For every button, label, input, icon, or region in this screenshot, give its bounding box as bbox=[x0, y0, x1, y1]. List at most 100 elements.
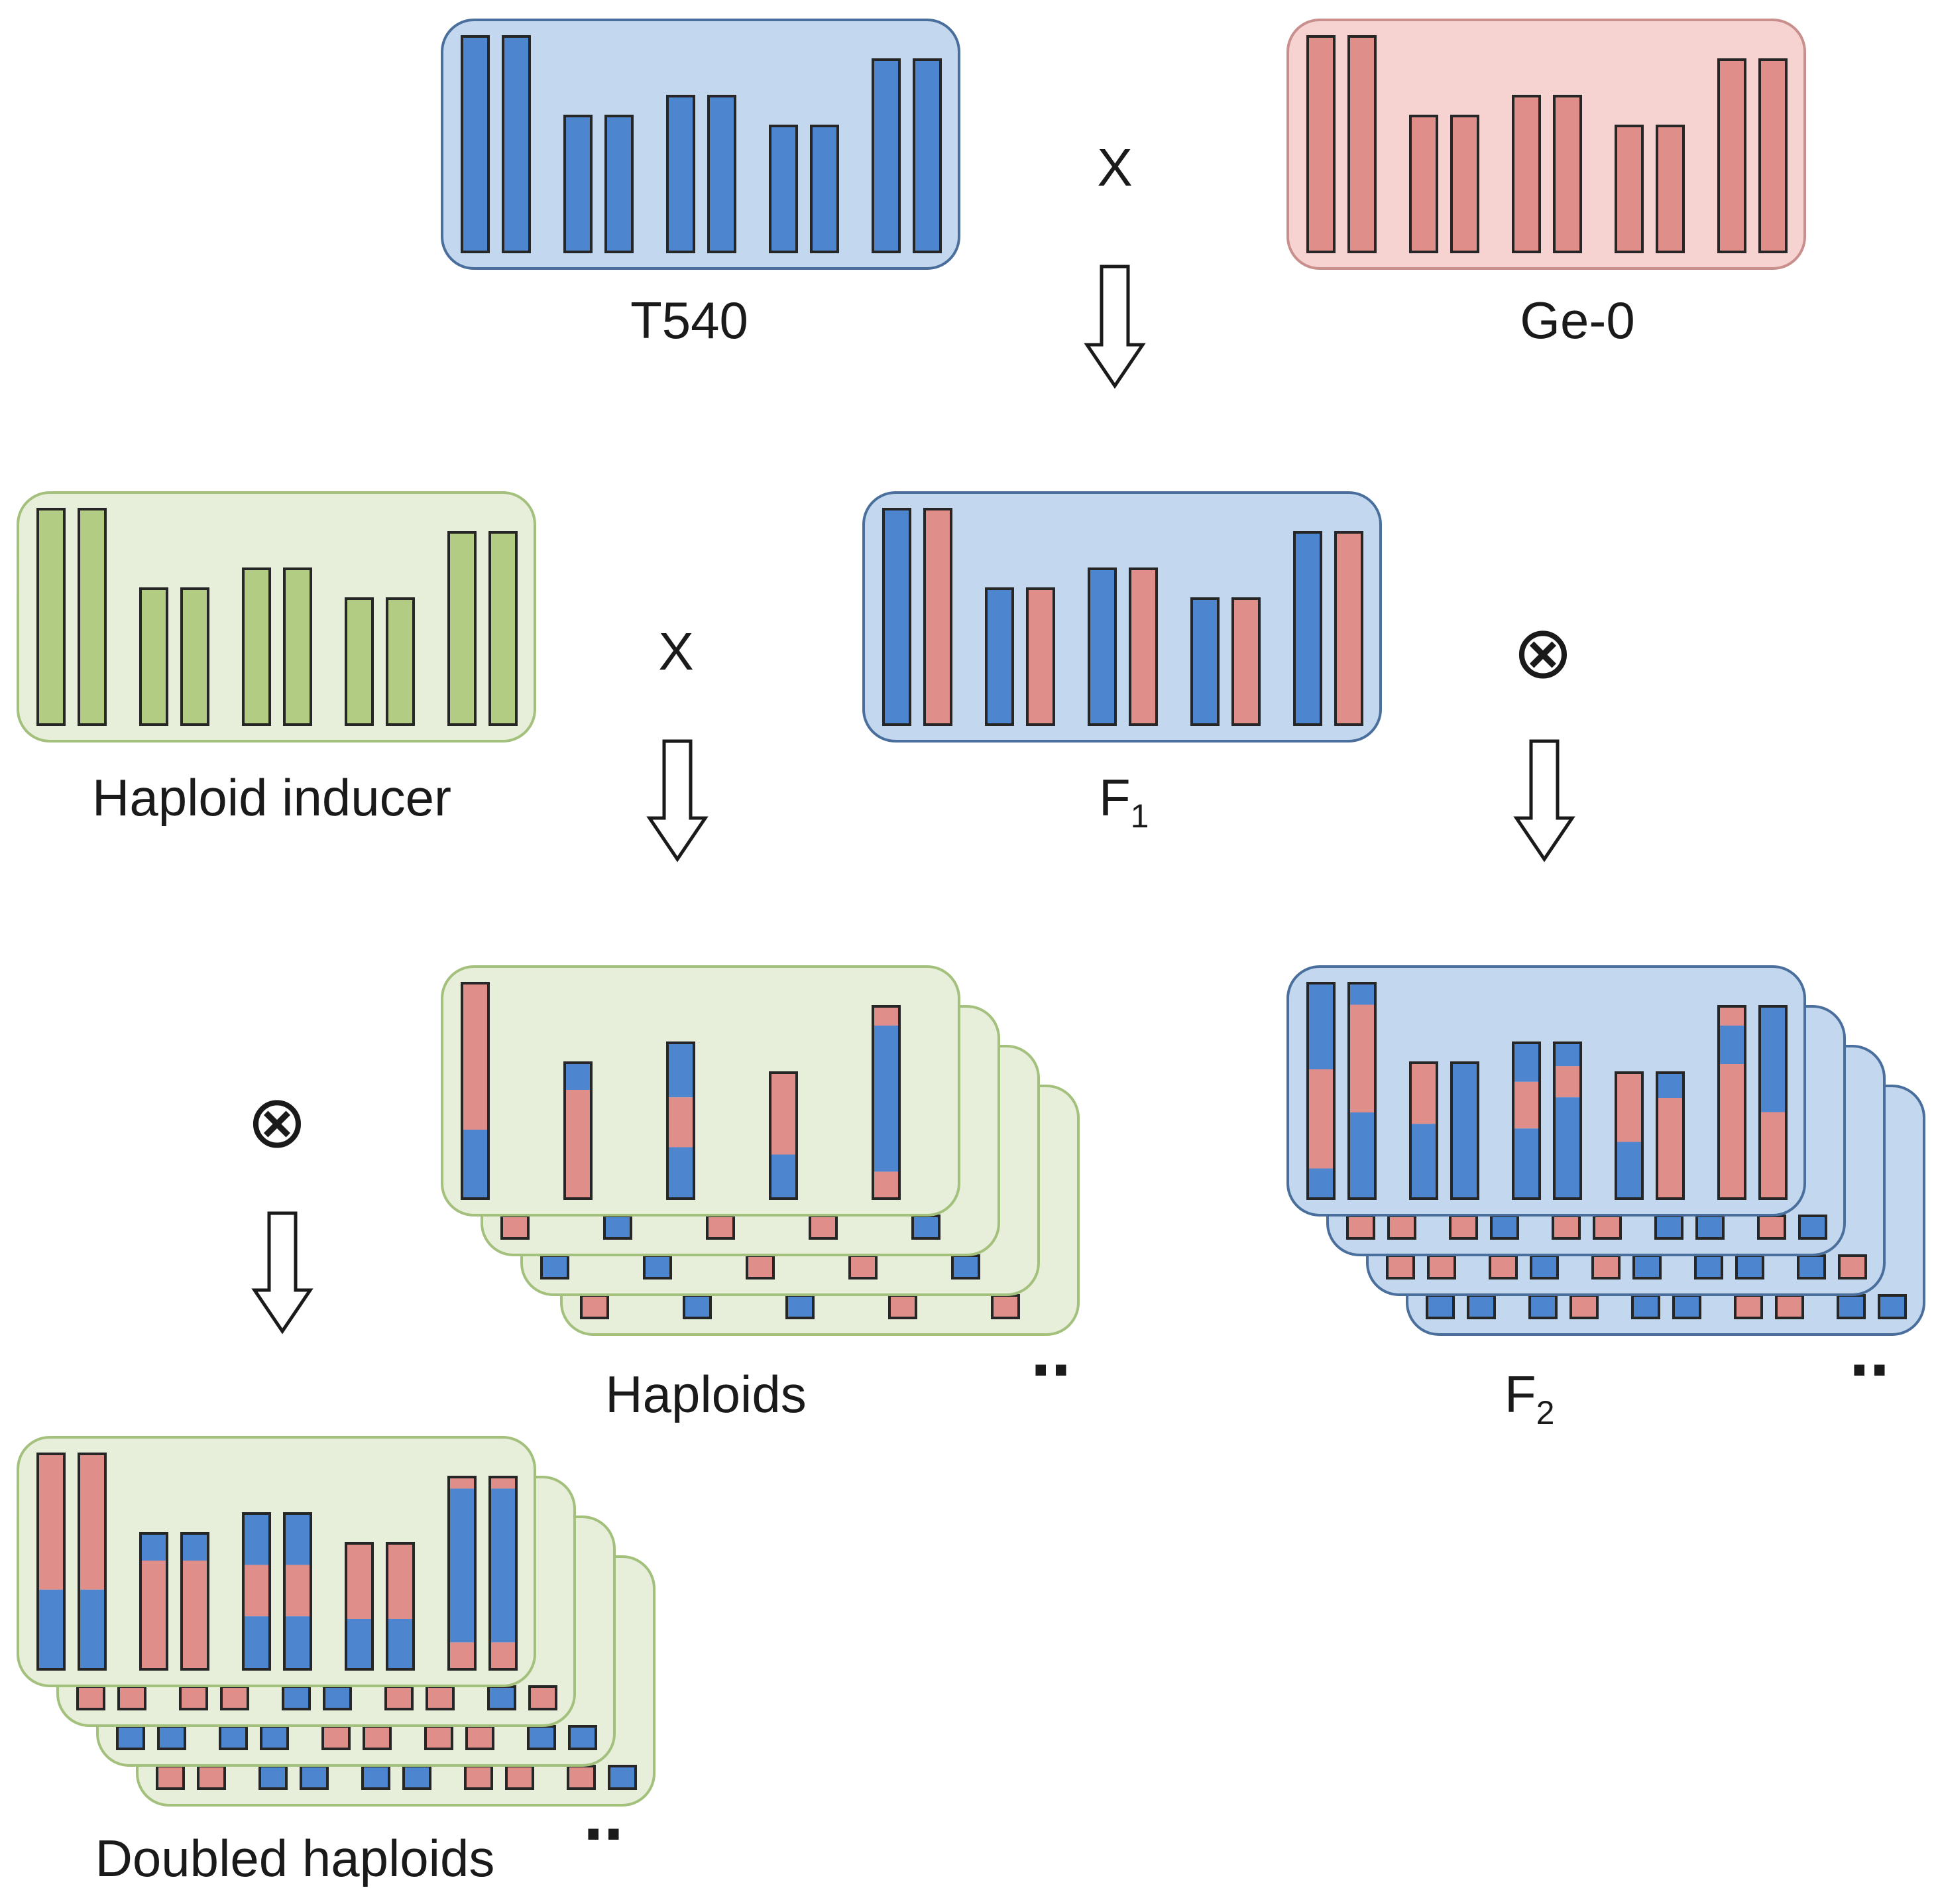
dh-chrom-6 bbox=[283, 1512, 312, 1671]
stack-haploids-stub-3-3 bbox=[746, 1254, 775, 1279]
stack-doubled-haploids-stub-3-1 bbox=[116, 1725, 145, 1750]
panel-f1-chrom-2 bbox=[923, 508, 952, 726]
stack-f2-stub-2-10 bbox=[1798, 1215, 1827, 1240]
panel-haploid-inducer-chrom-1 bbox=[36, 508, 66, 726]
stack-doubled-haploids-stub-2-6 bbox=[323, 1685, 352, 1710]
stack-f2-stub-3-8 bbox=[1735, 1254, 1764, 1279]
self-symbol-haploids: ⊗ bbox=[247, 1081, 308, 1163]
stack-f2-stub-4-1 bbox=[1426, 1294, 1455, 1319]
stack-f2-stub-3-5 bbox=[1591, 1254, 1621, 1279]
label-haploids: Haploids bbox=[605, 1365, 807, 1423]
dh-chrom-1 bbox=[36, 1453, 66, 1671]
panel-f1-chrom-9 bbox=[1293, 531, 1322, 726]
dh-chrom-2 bbox=[78, 1453, 107, 1671]
stack-f2-stub-4-2 bbox=[1467, 1294, 1496, 1319]
panel-t540 bbox=[441, 19, 960, 270]
stack-doubled-haploids-stub-2-2 bbox=[117, 1685, 146, 1710]
stack-doubled-haploids-stub-3-8 bbox=[465, 1725, 494, 1750]
stack-doubled-haploids-stub-2-3 bbox=[179, 1685, 208, 1710]
stack-haploids-stub-2-3 bbox=[706, 1215, 735, 1240]
stack-doubled-haploids-stub-4-2 bbox=[197, 1765, 226, 1790]
panel-t540-chrom-10 bbox=[913, 58, 942, 253]
stack-f2-stub-3-2 bbox=[1427, 1254, 1456, 1279]
dh-chrom-4 bbox=[180, 1532, 209, 1671]
f2-chrom-2 bbox=[1347, 982, 1377, 1200]
f2-chrom-7 bbox=[1615, 1071, 1644, 1200]
stack-doubled-haploids-stub-3-5 bbox=[321, 1725, 351, 1750]
stack-haploids bbox=[441, 965, 1080, 1336]
dh-chrom-10 bbox=[488, 1476, 518, 1671]
stack-f2-card-1 bbox=[1286, 965, 1806, 1217]
stack-haploids-stub-4-2 bbox=[683, 1294, 712, 1319]
stack-f2-stub-4-8 bbox=[1775, 1294, 1804, 1319]
panel-f1-chrom-3 bbox=[985, 587, 1014, 726]
stack-f2-stub-4-5 bbox=[1631, 1294, 1660, 1319]
panel-ge0 bbox=[1286, 19, 1806, 270]
panel-ge0-chrom-4 bbox=[1450, 115, 1479, 253]
panel-ge0-chrom-8 bbox=[1656, 125, 1685, 253]
panel-t540-chrom-1 bbox=[461, 35, 490, 253]
stack-f2-stub-2-1 bbox=[1346, 1215, 1375, 1240]
panel-f1 bbox=[862, 491, 1382, 743]
panel-f1-chrom-10 bbox=[1334, 531, 1363, 726]
stack-doubled-haploids-stub-4-6 bbox=[402, 1765, 431, 1790]
stack-f2-stub-2-8 bbox=[1695, 1215, 1725, 1240]
more-dots-doubled: .. bbox=[583, 1774, 624, 1856]
stack-haploids-stub-2-2 bbox=[603, 1215, 632, 1240]
stack-doubled-haploids-stub-4-10 bbox=[608, 1765, 637, 1790]
stack-haploids-stub-2-5 bbox=[911, 1215, 940, 1240]
arrow-down-to-f2 bbox=[1513, 739, 1575, 863]
label-f1: F1 bbox=[1099, 768, 1149, 835]
cross-symbol-parents: X bbox=[1097, 138, 1132, 197]
dh-chrom-3 bbox=[139, 1532, 168, 1671]
stack-doubled-haploids-stub-3-6 bbox=[363, 1725, 392, 1750]
stack-f2-stub-3-10 bbox=[1838, 1254, 1867, 1279]
panel-ge0-chrom-5 bbox=[1512, 95, 1541, 253]
dh-chrom-8 bbox=[386, 1542, 415, 1671]
stack-f2-stub-2-4 bbox=[1490, 1215, 1519, 1240]
stack-f2-stub-2-6 bbox=[1593, 1215, 1622, 1240]
panel-ge0-chrom-9 bbox=[1717, 58, 1746, 253]
stack-doubled-haploids-stub-4-4 bbox=[300, 1765, 329, 1790]
stack-doubled-haploids-stub-3-4 bbox=[260, 1725, 289, 1750]
dh-chrom-9 bbox=[447, 1476, 477, 1671]
f2-chrom-5 bbox=[1512, 1041, 1541, 1200]
stack-f2-stub-4-4 bbox=[1569, 1294, 1599, 1319]
panel-ge0-chrom-1 bbox=[1306, 35, 1336, 253]
stack-doubled-haploids-stub-3-3 bbox=[219, 1725, 248, 1750]
haploid-chrom-2 bbox=[563, 1061, 593, 1200]
panel-ge0-chrom-2 bbox=[1347, 35, 1377, 253]
stack-haploids-stub-4-5 bbox=[991, 1294, 1020, 1319]
panel-t540-chrom-7 bbox=[769, 125, 798, 253]
stack-doubled-haploids-stub-2-5 bbox=[282, 1685, 311, 1710]
stack-f2-stub-3-3 bbox=[1489, 1254, 1518, 1279]
panel-t540-chrom-4 bbox=[604, 115, 634, 253]
panel-f1-chrom-1 bbox=[882, 508, 911, 726]
more-dots-f2: .. bbox=[1849, 1310, 1890, 1392]
stack-haploids-stub-4-4 bbox=[888, 1294, 917, 1319]
stack-doubled-haploids-stub-3-10 bbox=[568, 1725, 597, 1750]
label-f2: F2 bbox=[1505, 1365, 1554, 1431]
stack-doubled-haploids bbox=[17, 1436, 656, 1807]
stack-f2-stub-2-3 bbox=[1449, 1215, 1478, 1240]
haploid-chrom-1 bbox=[461, 982, 490, 1200]
stack-f2 bbox=[1286, 965, 1925, 1336]
stack-doubled-haploids-stub-4-8 bbox=[505, 1765, 534, 1790]
panels-layer bbox=[17, 19, 1925, 1807]
f2-chrom-4 bbox=[1450, 1061, 1479, 1200]
panel-haploid-inducer-chrom-7 bbox=[345, 597, 374, 726]
stack-doubled-haploids-stub-2-4 bbox=[220, 1685, 249, 1710]
stack-haploids-stub-3-4 bbox=[848, 1254, 878, 1279]
arrow-down-to-doubled-haploids bbox=[251, 1211, 314, 1335]
stack-haploids-stub-3-5 bbox=[951, 1254, 980, 1279]
panel-t540-chrom-8 bbox=[810, 125, 839, 253]
arrows-layer bbox=[251, 265, 1575, 1335]
f2-chrom-6 bbox=[1553, 1041, 1582, 1200]
label-ge0: Ge-0 bbox=[1520, 291, 1634, 349]
label-haploid-inducer: Haploid inducer bbox=[92, 768, 451, 827]
panel-f1-chrom-8 bbox=[1231, 597, 1261, 726]
label-t540: T540 bbox=[630, 291, 748, 349]
arrow-down-to-f1 bbox=[1084, 265, 1146, 389]
dh-chrom-7 bbox=[345, 1542, 374, 1671]
